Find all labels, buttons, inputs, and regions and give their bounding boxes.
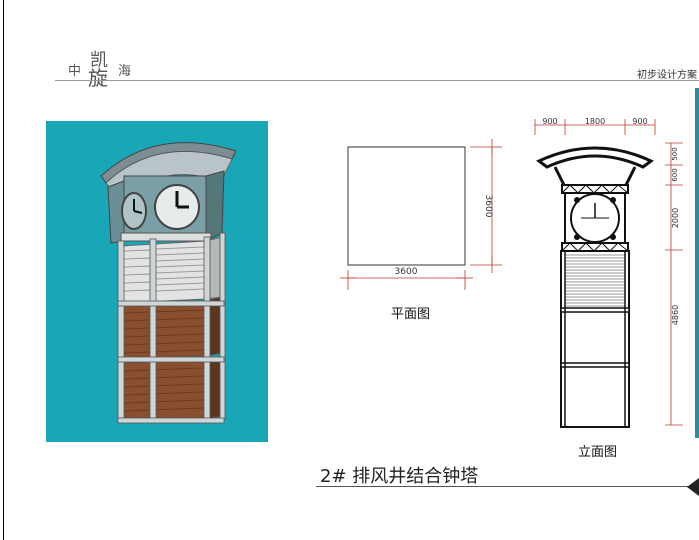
elevation-label: 立面图: [578, 445, 618, 460]
title-arrow-marker: [687, 478, 699, 496]
right-accent-bar: [695, 88, 699, 438]
elevation-dim-lines: [534, 119, 683, 426]
plan-label: 平面图: [391, 307, 431, 322]
plan-dim-lines: [340, 139, 502, 290]
side-dim-1: 500: [671, 147, 679, 160]
side-dim-2: 600: [671, 168, 679, 181]
plan-outline: [347, 146, 466, 266]
plan-height-dim: 3600: [483, 195, 493, 218]
top-dim-1: 900: [542, 117, 557, 126]
elevation-body: [560, 250, 630, 428]
section-title: 初步设计方案: [637, 70, 697, 81]
elevation-clock-box: [564, 192, 626, 246]
logo-char-1: 中: [68, 64, 82, 79]
logo-char-2: 凯: [90, 50, 108, 71]
side-dim-3: 2000: [671, 208, 680, 228]
company-logo: 中 凯 旋 海: [60, 46, 150, 90]
side-dim-4: 4860: [671, 305, 680, 325]
logo-char-4: 海: [118, 64, 132, 79]
elevation-drawing: 900 1800 900 500 600 2000 4860: [534, 117, 683, 428]
logo-char-3: 旋: [88, 66, 108, 90]
title-underline: [316, 486, 694, 487]
plan-width-dim: 3600: [395, 267, 418, 277]
plan-drawing: 3600 3600: [340, 139, 502, 290]
page-border: [3, 0, 4, 540]
tower-render-illustration: [100, 142, 237, 424]
elevation-canopy: [536, 146, 654, 169]
header-divider: [55, 80, 699, 81]
top-dim-3: 900: [632, 117, 647, 126]
top-dim-2: 1800: [585, 117, 605, 126]
drawing-title: 2# 排风井结合钟塔: [320, 466, 479, 487]
tower-render-image: [46, 121, 268, 442]
